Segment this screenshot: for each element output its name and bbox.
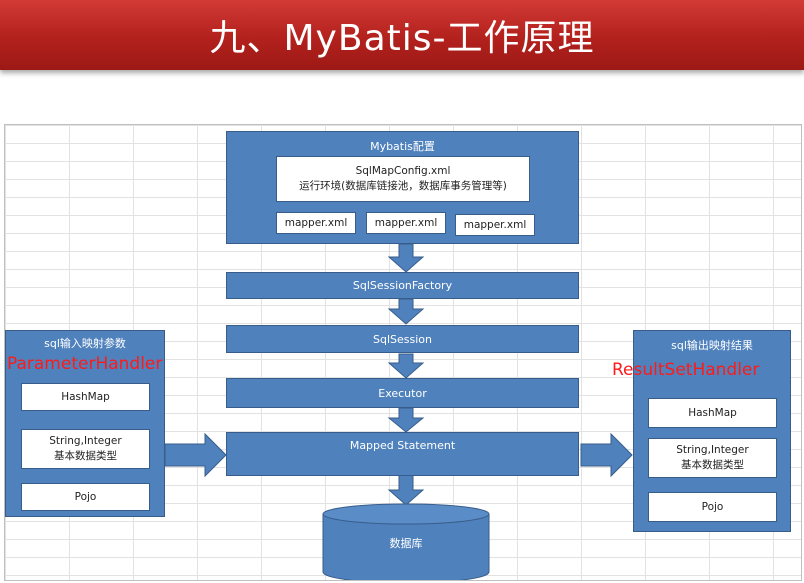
sqlsession-box: SqlSession <box>226 325 579 353</box>
input-mapping-box: sql输入映射参数 HashMap String,Integer 基本数据类型 … <box>5 330 165 517</box>
output-item-pojo-label: Pojo <box>701 500 724 513</box>
mapper-box-3: mapper.xml <box>455 214 535 236</box>
arrow-factory-to-session <box>387 298 425 325</box>
title-banner: 九、MyBatis-工作原理 <box>0 0 804 70</box>
config-title: Mybatis配置 <box>370 140 435 153</box>
input-item-hashmap: HashMap <box>21 383 150 411</box>
output-item-hashmap: HashMap <box>648 398 777 428</box>
executor-label: Executor <box>378 386 427 400</box>
database-label: 数据库 <box>389 537 423 550</box>
arrow-config-to-factory <box>387 243 425 273</box>
flow-arrows <box>164 243 633 506</box>
executor-box: Executor <box>226 378 579 408</box>
sqlsessionfactory-box: SqlSessionFactory <box>226 272 579 299</box>
mapper-box-2: mapper.xml <box>366 212 446 234</box>
output-item-basic-types-line1: String,Integer <box>676 444 749 456</box>
input-item-basic-types: String,Integer 基本数据类型 <box>21 429 150 469</box>
resultset-handler-label: ResultSetHandler <box>612 360 760 380</box>
output-item-pojo: Pojo <box>648 492 777 522</box>
arrow-input-to-mapped <box>164 432 227 478</box>
output-item-basic-types-line2: 基本数据类型 <box>681 459 744 471</box>
output-item-hashmap-label: HashMap <box>688 406 737 419</box>
input-item-pojo-label: Pojo <box>74 490 97 503</box>
output-mapping-title: sql输出映射结果 <box>671 339 753 352</box>
sqlsession-label: SqlSession <box>373 332 432 346</box>
parameter-handler-label: ParameterHandler <box>7 354 163 374</box>
input-item-basic-types-line1: String,Integer <box>49 435 122 447</box>
arrow-mapped-to-output <box>580 432 633 478</box>
arrow-session-to-executor <box>387 353 425 379</box>
input-item-hashmap-label: HashMap <box>61 390 110 403</box>
mapped-statement-label: Mapped Statement <box>349 439 456 452</box>
mybatis-config-box: Mybatis配置 SqlMapConfig.xml 运行环境(数据库链接池，数… <box>226 131 579 244</box>
sqlmapconfig-line2: 运行环境(数据库链接池，数据库事务管理等) <box>299 180 507 192</box>
input-item-basic-types-line2: 基本数据类型 <box>54 450 117 462</box>
sqlsessionfactory-label: SqlSessionFactory <box>352 279 453 292</box>
diagram-canvas: Mybatis配置 SqlMapConfig.xml 运行环境(数据库链接池，数… <box>4 124 802 581</box>
input-item-pojo: Pojo <box>21 483 150 511</box>
arrow-mapped-to-database <box>387 474 425 506</box>
database-cylinder <box>322 503 490 580</box>
mapper-box-1: mapper.xml <box>276 212 356 234</box>
page-title: 九、MyBatis-工作原理 <box>209 18 595 59</box>
sqlmapconfig-box: SqlMapConfig.xml 运行环境(数据库链接池，数据库事务管理等) <box>276 156 530 202</box>
output-item-basic-types: String,Integer 基本数据类型 <box>648 438 777 478</box>
mapped-statement-box: Mapped Statement <box>226 432 579 476</box>
output-mapping-box: sql输出映射结果 HashMap String,Integer 基本数据类型 … <box>633 330 791 532</box>
input-mapping-title: sql输入映射参数 <box>44 337 126 350</box>
arrow-executor-to-mapped <box>387 407 425 433</box>
sqlmapconfig-line1: SqlMapConfig.xml <box>355 165 451 177</box>
